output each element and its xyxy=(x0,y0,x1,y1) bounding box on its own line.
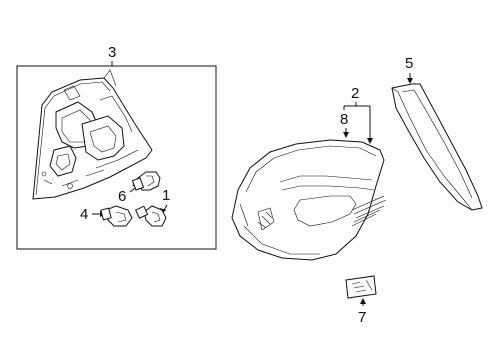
callout-8: 5 xyxy=(405,55,413,72)
bulb-4: 4 xyxy=(80,205,133,227)
callout-5: 1 xyxy=(162,187,170,204)
tail-lamp-assembly-callouts: 2 8 xyxy=(340,85,373,144)
bulb-socket-group: 3 xyxy=(16,44,217,250)
callout-3: 3 xyxy=(108,44,116,61)
leader-1 xyxy=(344,102,371,140)
socket-carrier xyxy=(32,69,153,200)
bulb-5: 1 xyxy=(135,187,170,227)
label-plate: 7 xyxy=(345,275,377,326)
lens-strip: 5 xyxy=(391,55,483,211)
callout-4: 4 xyxy=(80,206,88,223)
callout-6: 6 xyxy=(118,188,126,205)
callout-7: 7 xyxy=(358,309,366,326)
callout-2: 8 xyxy=(340,111,348,128)
tail-lamp-assembly xyxy=(231,139,387,261)
socket-group-frame xyxy=(16,65,217,250)
bulb-6: 6 xyxy=(118,171,161,205)
callout-1: 2 xyxy=(351,85,359,102)
